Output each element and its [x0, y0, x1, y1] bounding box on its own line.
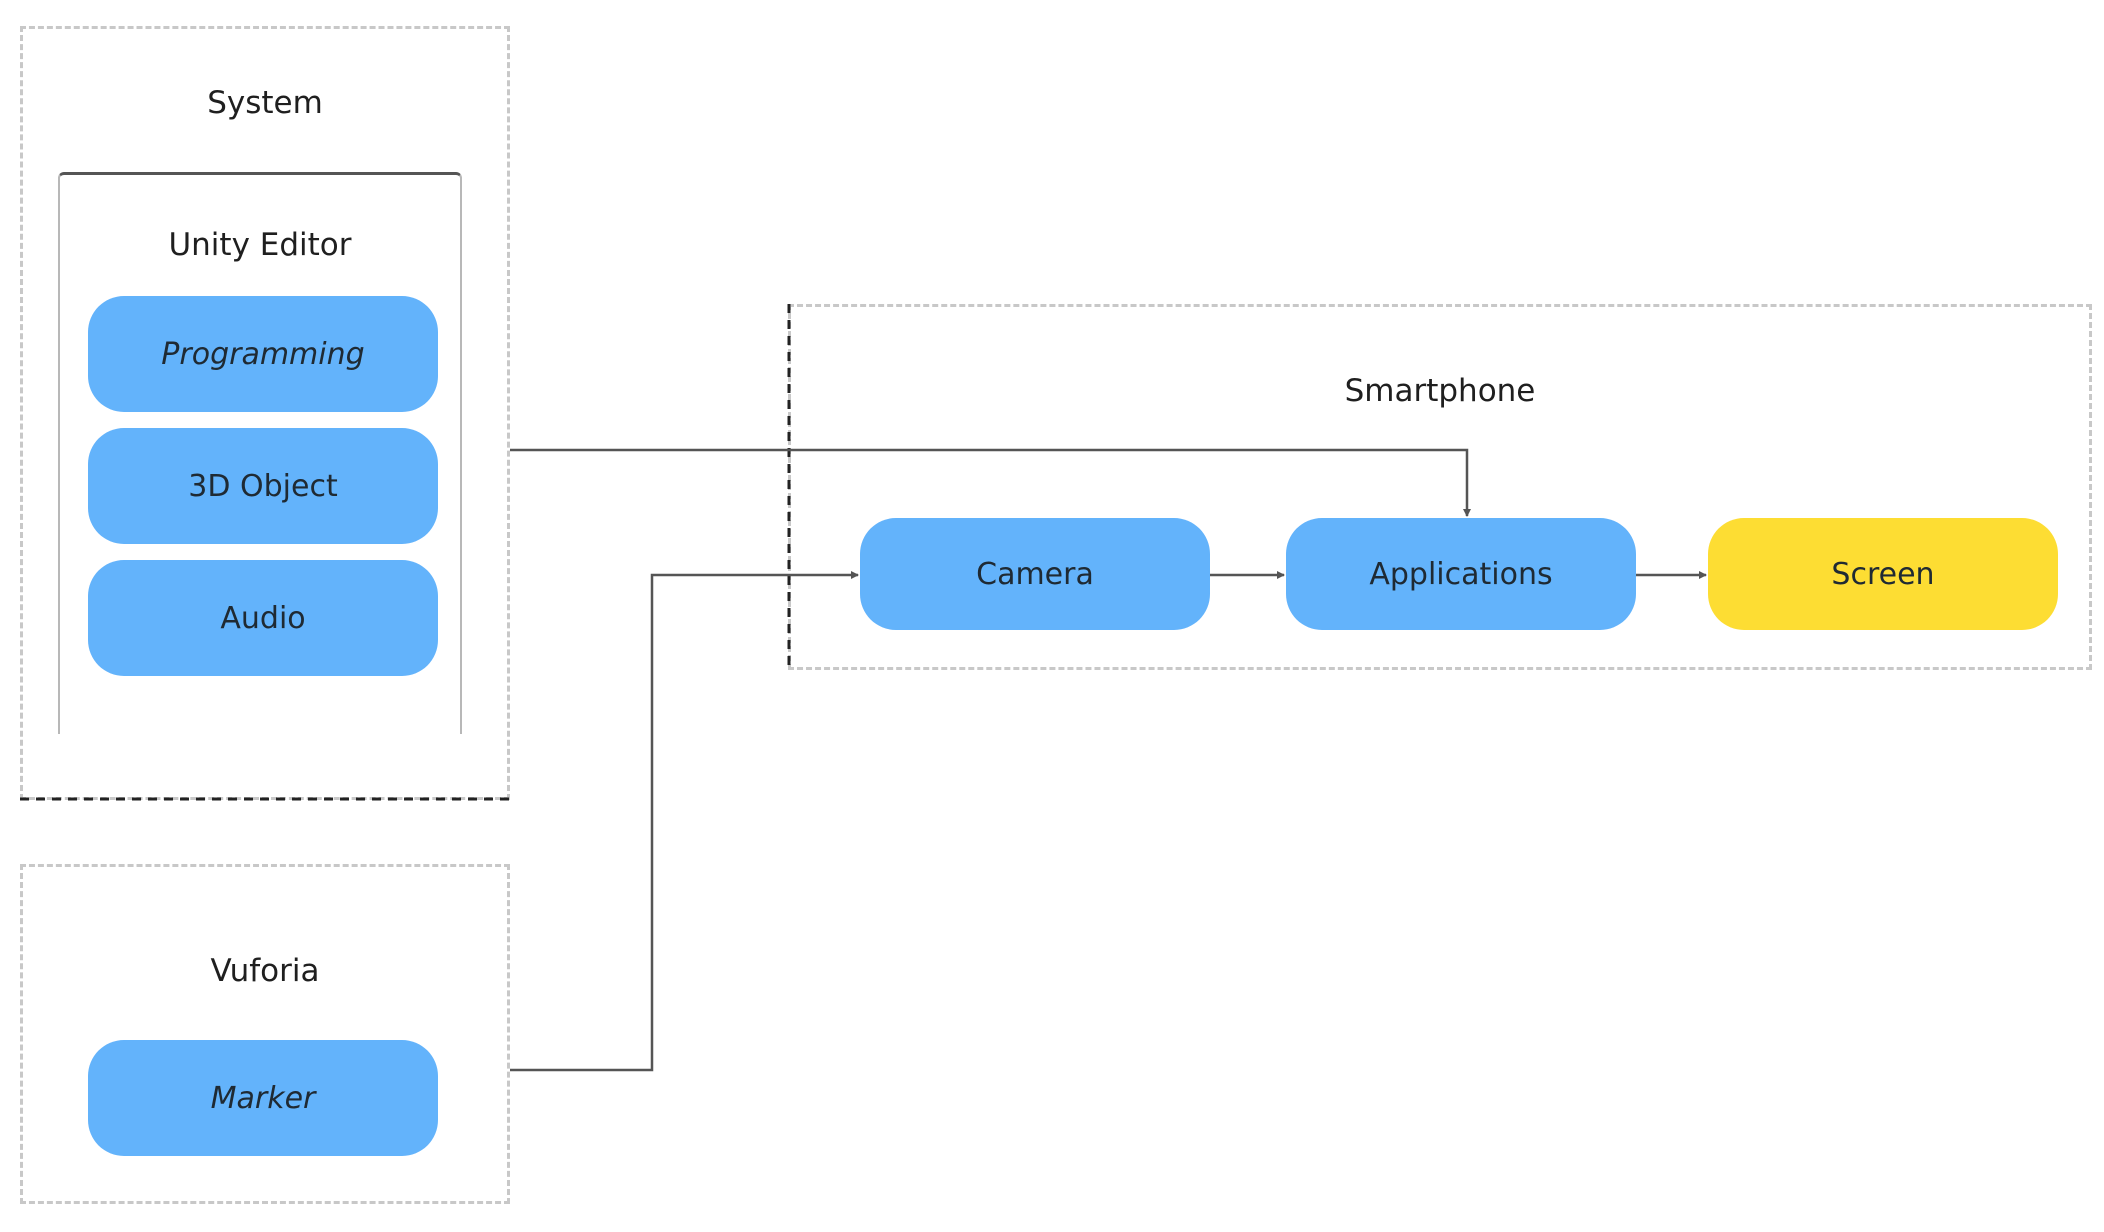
vuforia-title: Vuforia: [210, 953, 320, 989]
3d-object-node: 3D Object: [88, 428, 438, 544]
programming-node: Programming: [88, 296, 438, 412]
applications-node: Applications: [1286, 518, 1636, 630]
system-title: System: [207, 85, 323, 121]
system-to-applications-arrow: [510, 448, 1471, 517]
audio-node: Audio: [88, 560, 438, 676]
smartphone-title: Smartphone: [1344, 373, 1536, 409]
vuforia-to-camera-arrow: [510, 571, 859, 1072]
marker-node: Marker: [88, 1040, 438, 1156]
screen-node: Screen: [1708, 518, 2058, 630]
unity-editor-title: Unity Editor: [168, 227, 352, 263]
vuforia-group: Vuforia: [20, 864, 510, 1204]
unity-editor-group: Unity Editor: [58, 172, 462, 734]
camera-node: Camera: [860, 518, 1210, 630]
